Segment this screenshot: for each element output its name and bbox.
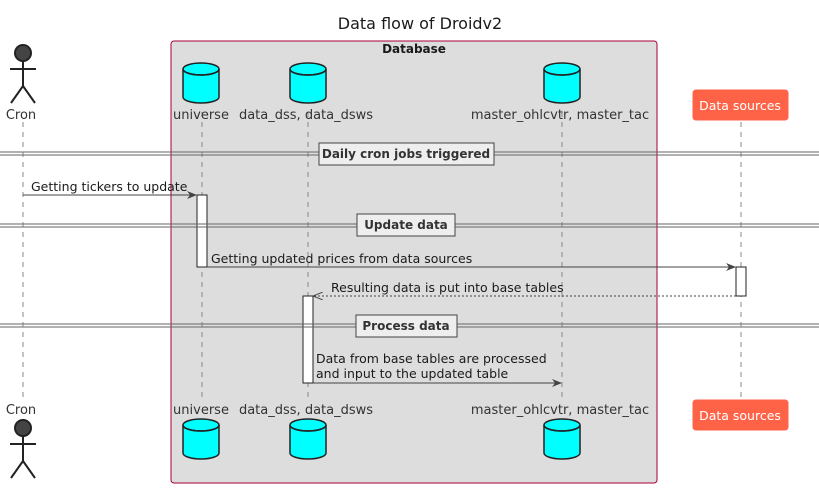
database-icon [289, 62, 327, 104]
message-process-line2: and input to the updated table [316, 366, 509, 381]
participant-data-label-bottom: data_dss, data_dsws [239, 403, 373, 418]
divider-process-data: Process data [0, 314, 819, 338]
database-icon [182, 62, 220, 104]
participant-cron-label-bottom: Cron [6, 403, 36, 418]
participant-sources-top: Data sources [692, 89, 789, 121]
participant-universe-label: universe [173, 108, 229, 123]
participant-sources-bottom: Data sources [692, 399, 789, 431]
participant-universe-top: universe [173, 62, 229, 123]
activation-data [302, 295, 314, 384]
participant-data-label: data_dss, data_dsws [239, 108, 373, 123]
message-getting-tickers-label: Getting tickers to update [31, 179, 188, 194]
message-getting-tickers: Getting tickers to update [23, 179, 197, 199]
activations [196, 194, 747, 384]
actor-icon [10, 44, 36, 104]
participant-cron-bottom: Cron [6, 403, 36, 479]
divider-daily-cron: Daily cron jobs triggered [0, 142, 819, 166]
diagram-title: Data flow of Droidv2 [338, 14, 502, 33]
database-box-title: Database [382, 42, 446, 56]
participant-master-top: master_ohlcvtr, master_tac [471, 62, 649, 123]
participant-universe-bottom: universe [173, 403, 229, 460]
database-icon [182, 418, 220, 460]
participant-data-top: data_dss, data_dsws [239, 62, 373, 123]
database-icon [289, 418, 327, 460]
database-icon [543, 62, 581, 104]
participant-universe-label-bottom: universe [173, 403, 229, 418]
message-resulting-data: Resulting data is put into base tables [314, 280, 736, 296]
participant-master-label-bottom: master_ohlcvtr, master_tac [471, 403, 649, 418]
activation-universe [196, 194, 208, 268]
activation-sources [735, 266, 747, 297]
message-getting-prices: Getting updated prices from data sources [207, 251, 736, 271]
message-resulting-data-label: Resulting data is put into base tables [331, 280, 564, 295]
participant-master-label: master_ohlcvtr, master_tac [471, 108, 649, 123]
divider-update-data-label: Update data [364, 218, 448, 232]
participant-cron-top: Cron [6, 44, 36, 123]
participant-sources-label-bottom: Data sources [699, 408, 781, 423]
participant-data-bottom: data_dss, data_dsws [239, 403, 373, 460]
participant-sources-label: Data sources [699, 98, 781, 113]
divider-daily-cron-label: Daily cron jobs triggered [322, 147, 490, 161]
message-getting-prices-label: Getting updated prices from data sources [211, 251, 472, 266]
participant-cron-label: Cron [6, 108, 36, 123]
database-icon [543, 418, 581, 460]
divider-process-data-label: Process data [362, 319, 449, 333]
participant-master-bottom: master_ohlcvtr, master_tac [471, 403, 649, 460]
divider-update-data: Update data [0, 213, 819, 237]
message-process-line1: Data from base tables are processed [316, 351, 547, 366]
actor-icon [10, 419, 36, 479]
message-process-tables: Data from base tables are processed and … [313, 351, 562, 387]
